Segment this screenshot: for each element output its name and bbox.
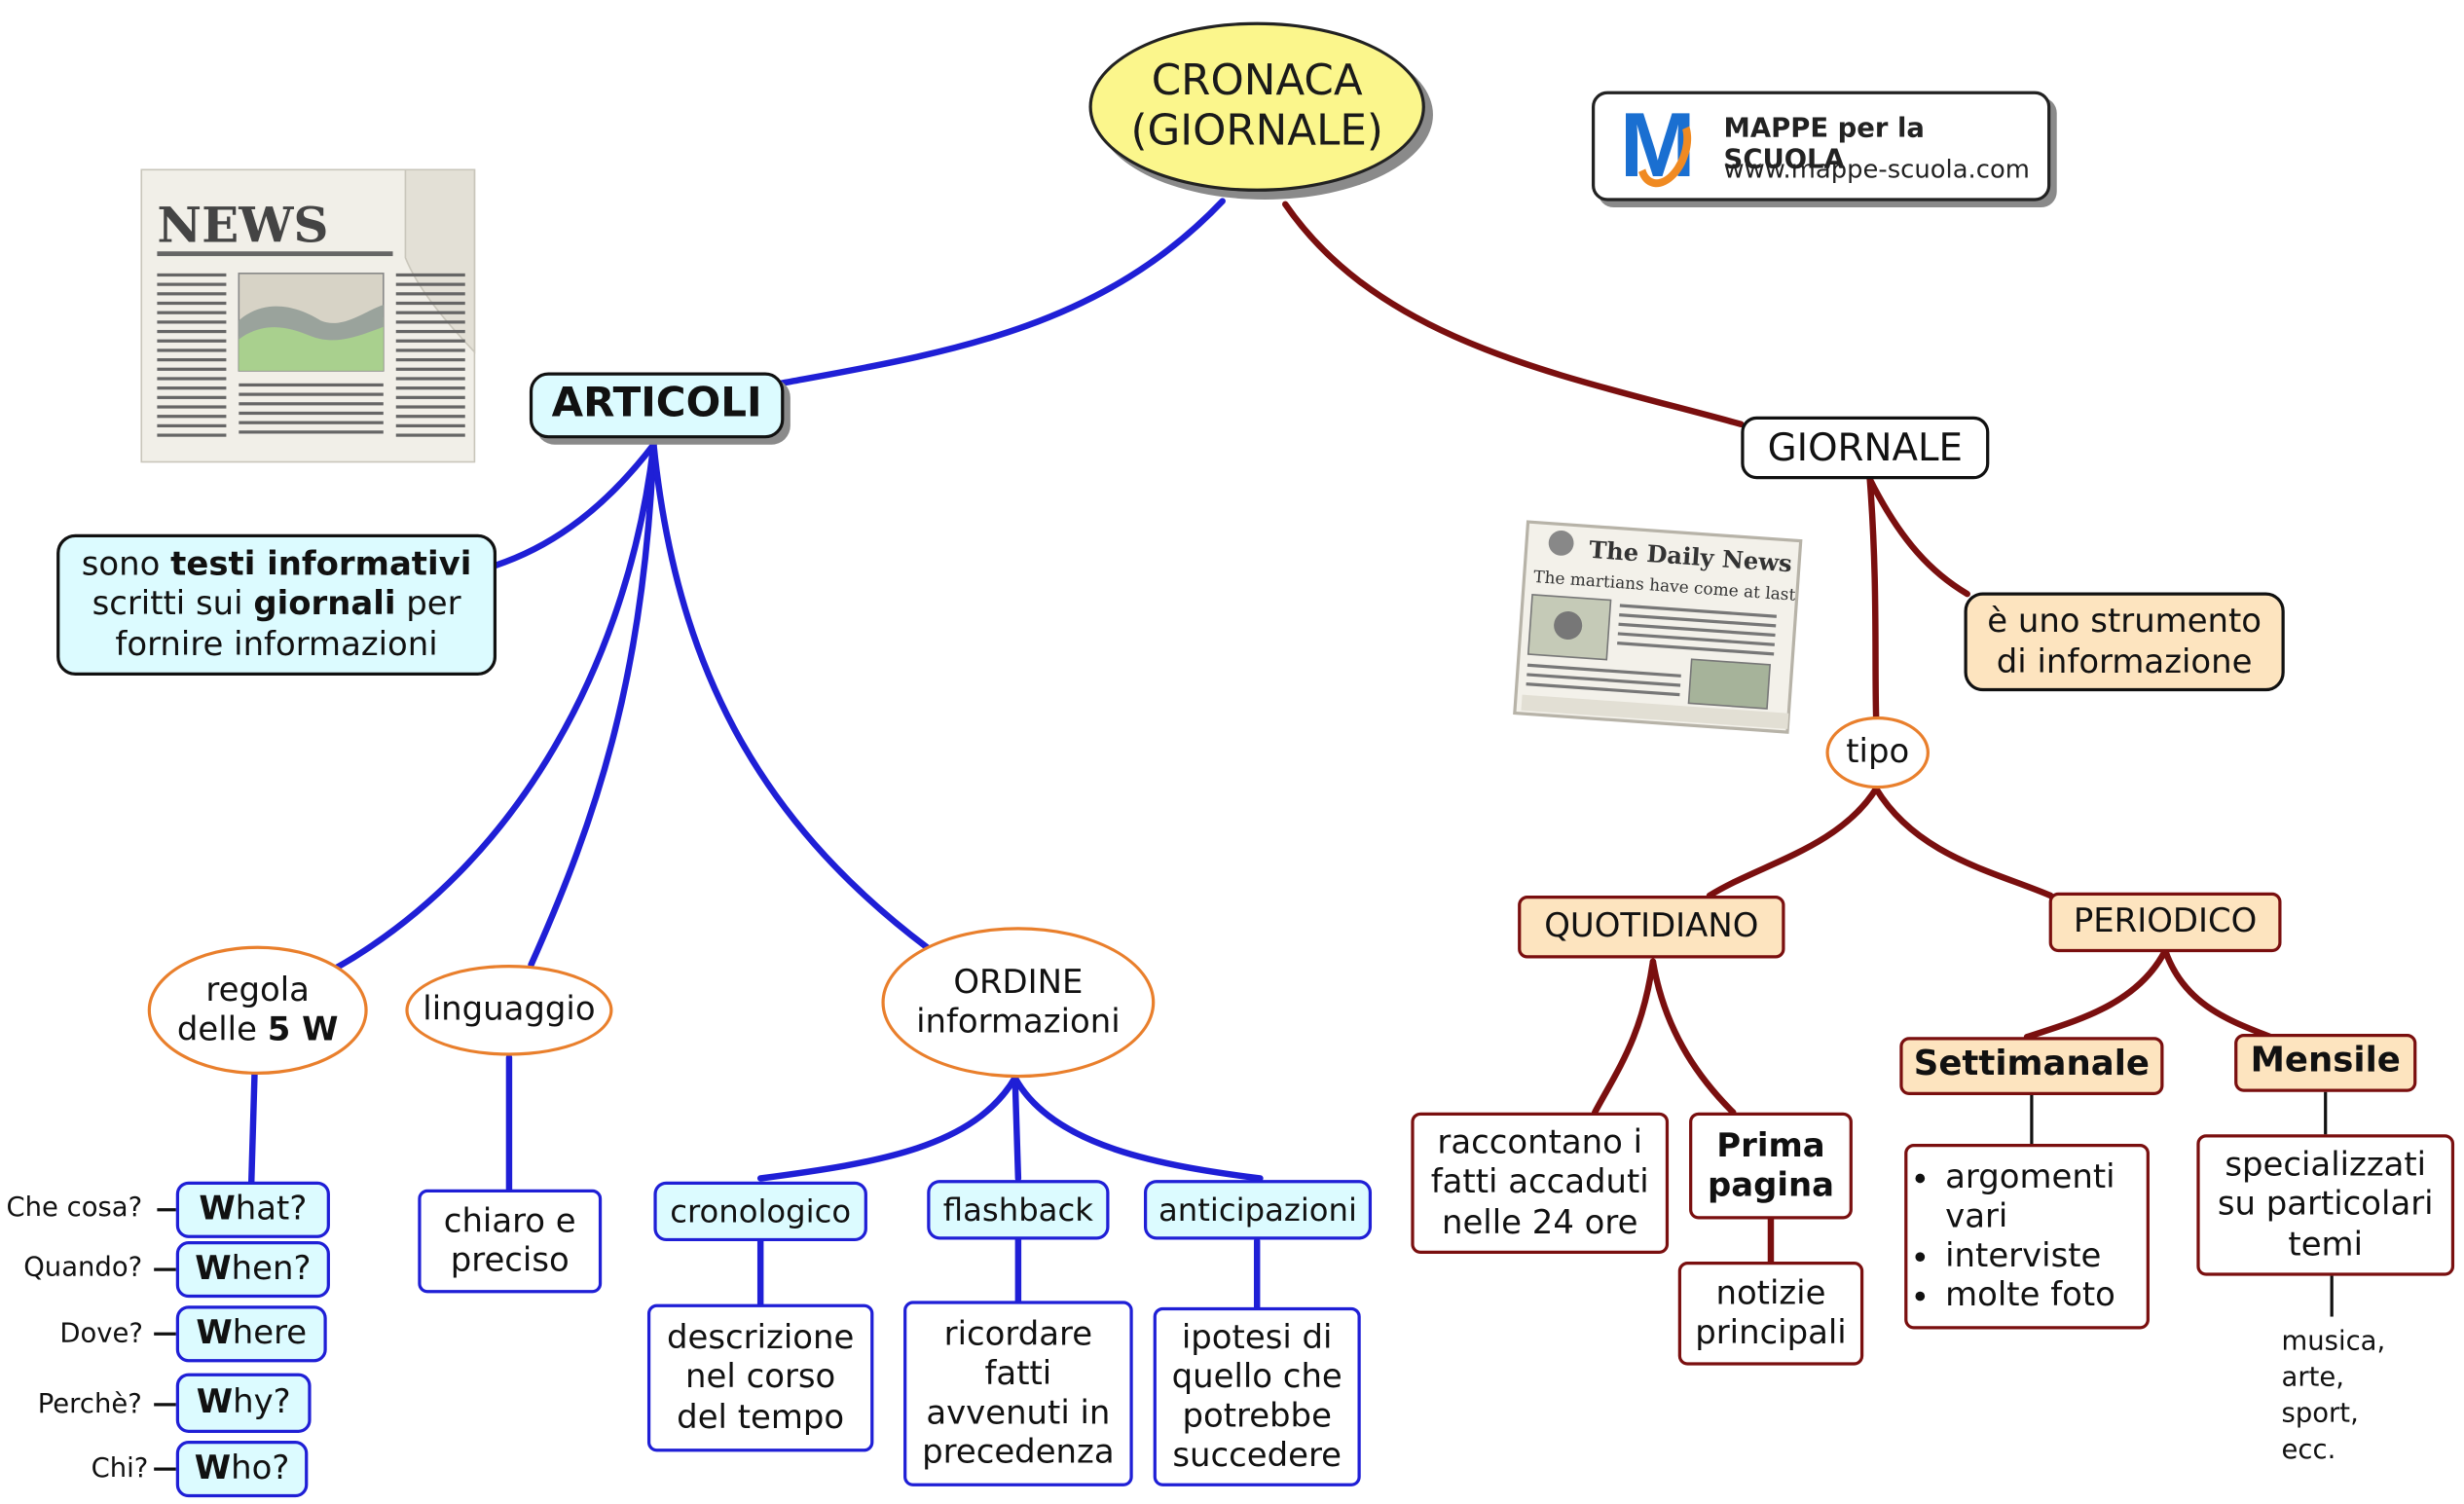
link-root-giornale [1282,201,1745,428]
logo-mark-icon: M [1619,93,1696,197]
anticipazioni-node: anticipazioni [1143,1180,1373,1240]
articoli-definition: sono testi informativi scritti sui giorn… [56,533,497,677]
flashback-detail: ricordare fatti avvenuti in precedenza [903,1301,1133,1486]
daily-news-icon: The Daily News The martians have come at… [1513,520,1803,734]
link-tipo-periodico [1872,785,2054,899]
link-articoli-linguaggio [528,441,657,969]
link-ordine-cronologico [756,1074,1018,1182]
settimanale-item: molte foto [1945,1276,2147,1316]
w-question-when: Quando? [23,1252,143,1284]
anticipazioni-detail: ipotesi di quello che potrebbe succedere [1153,1306,1361,1486]
link-articoli-regola [333,441,657,972]
prima-pagina-node: Prima pagina [1689,1112,1853,1220]
mensile-detail: specializzati su particolari temi [2196,1134,2455,1276]
tipo-node: tipo [1825,715,1930,789]
link-periodico-settimanale [2023,947,2169,1041]
mensile-node: Mensile [2234,1034,2417,1092]
cronologico-detail: descrizione nel corso del tempo [646,1303,874,1452]
linguaggio-node: linguaggio [405,964,613,1056]
w-question-why: Perchè? [37,1388,142,1421]
logo-box: M MAPPE per la SCUOLA www.mappe-scuola.c… [1591,91,2051,202]
root-line2: (GIORNALE) [1130,106,1383,156]
giornale-definition: è uno strumento di informazione [1964,592,2285,692]
regola-5w-node: regola delle 5 W [147,945,368,1075]
link-regola-w [248,1071,258,1185]
link-quotidiano-prima [1649,958,1737,1116]
articoli-node: ARTICOLI [529,372,785,439]
root-line1: CRONACA [1151,55,1363,105]
w-question-who: Chi? [91,1452,149,1486]
giornale-node: GIORNALE [1741,416,1990,480]
link-giornale-definition [1866,476,1970,598]
periodico-node: PERIODICO [2048,892,2282,953]
notizie-principali-node: notizie principali [1677,1262,1864,1366]
link-tipo-quotidiano [1706,785,1880,899]
flashback-node: flashback [927,1180,1110,1240]
link-articoli-definition [492,441,657,569]
settimanale-detail: argomenti vari interviste molte foto [1904,1143,2150,1330]
w-question-where: Dove? [59,1318,143,1350]
svg-text:NEWS: NEWS [157,197,328,254]
settimanale-item: interviste [1945,1236,2147,1276]
link-articoli-ordine [650,441,931,951]
settimanale-node: Settimanale [1899,1037,2164,1095]
ordine-informazioni-node: ORDINE informazioni [881,927,1156,1079]
logo-title: MAPPE per la SCUOLA [1723,113,1925,176]
settimanale-item: argomenti vari [1945,1157,2147,1236]
link-periodico-mensile [2161,947,2274,1041]
mensile-examples: musica, arte, sport, ecc. [2281,1326,2386,1466]
w-question-what: Che cosa? [6,1192,143,1225]
root-node: CRONACA (GIORNALE) [1088,21,1425,192]
link-ordine-flashback [1011,1074,1022,1182]
link-ordine-anticipazioni [1011,1074,1264,1182]
link-root-articoli [777,198,1226,387]
quotidiano-node: QUOTIDIANO [1518,895,1785,959]
link-quotidiano-detail [1591,958,1657,1116]
quotidiano-detail: raccontano i fatti accaduti nelle 24 ore [1411,1112,1670,1254]
cronologico-node: cronologico [653,1181,867,1242]
linguaggio-detail: chiaro e preciso [418,1189,603,1294]
logo-url: www.mappe-scuola.com [1723,154,2030,184]
newspaper-icon: NEWS [140,168,476,463]
link-giornale-tipo [1866,476,1880,720]
